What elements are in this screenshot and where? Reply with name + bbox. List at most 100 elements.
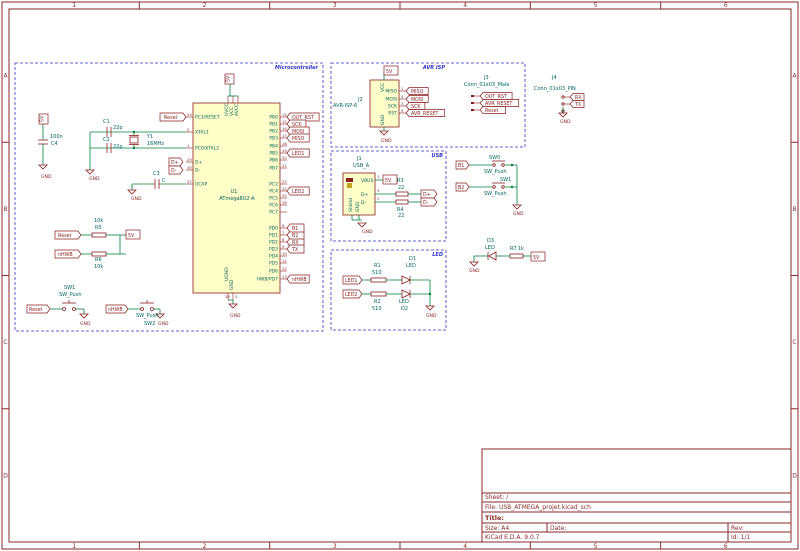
mcu-net-label[interactable] [286,186,310,196]
r7-ref: R7 [510,246,517,252]
mcu-value: ATmega8U2-A [219,196,255,202]
j3-net-label[interactable] [479,106,506,114]
mcu-right-pin-name: PD3 [269,247,278,253]
sw2-hwb-button[interactable]: nHWB SW2 GND SW_Push [105,300,169,327]
mcu-left-pin-num: 2 [187,127,190,132]
crystal-y1[interactable] [129,136,139,144]
r1-ref: R1 [374,263,381,269]
isp-connector-j2[interactable]: J2 AVR-ISP-6 VCC GND MISO1MISOMOSI4MOSIS… [333,65,446,144]
mcu-right-pin-name: PB3 [269,136,278,142]
b1-net-label[interactable] [455,160,470,170]
mcu-net-label[interactable] [286,133,310,143]
r7-resistor[interactable] [509,253,524,259]
crystal-gnd-icon [85,169,95,175]
mcu-net-label-text: SCK [292,122,302,128]
tb-sheet: Sheet: / [485,494,509,501]
mcu-right-pin-num: 9 [282,244,285,249]
title-block: Sheet: / File: USB_ATMEGA_projet.kicad_s… [481,448,792,543]
r1-resistor[interactable] [370,277,387,283]
c4-value: 100n [50,134,63,140]
j4-net-label[interactable] [569,93,585,101]
isp-net-label[interactable] [405,102,426,110]
mcu-left-pin-name: XTAL1 [195,130,209,136]
usb-ref: J1 [356,156,362,162]
crystal-section: C1 22p C2 22p Y1 16MHz GND [85,119,186,182]
mcu-net-label-text: B2 [292,233,298,239]
j3-net-label-text: OUT_RST [485,94,507,100]
mcu-right-pin-name: PC7 [269,210,278,216]
isp-net-label[interactable] [405,87,429,95]
column-marker-bottom: 6 [724,543,728,550]
row-marker-right: C [792,339,796,346]
column-marker-bottom: 4 [463,543,467,550]
group-avr-isp: AVR ISP [330,62,526,148]
group-microcontroller: Microcontroller [14,62,324,332]
mcu-right-pin-name: PD2 [269,240,278,246]
mcu-net-label[interactable] [286,223,305,233]
isp-gnd-label: GND [381,138,392,144]
r5-resistor[interactable] [91,232,107,238]
usb-pin-num-dminus: 2 [377,196,380,201]
mcu-u1[interactable]: U1 ATmega8U2-A PC1/RESET24XTAL12PC0/XTAL… [186,96,287,300]
mcu-right-pin-num: 23 [282,179,287,184]
mcu-pin-gnd: GND [229,279,235,290]
usb-connector-j1[interactable]: J1 USB_A VBUS D+ D- GND Shield 1 3 2 5V … [342,156,438,235]
buttons-gnd-label: GND [513,211,524,217]
mcu-net-label[interactable] [286,274,310,284]
mcu-pin-ugnd: UGND [224,267,230,281]
led-d2-icon [401,289,411,299]
isp-body[interactable] [369,79,400,128]
r3-ref: R3 [397,178,404,184]
j3-ref: J3 [483,75,489,81]
mcu-right-pin-name: PB2 [269,129,278,135]
tb-file: File: USB_ATMEGA_projet.kicad_sch [485,504,591,511]
j4-net-label[interactable] [569,100,585,108]
reset-net-label[interactable] [159,112,187,122]
isp-5v-label: 5V [386,69,393,75]
r2-resistor[interactable] [370,291,387,297]
mcu-dplus-label: D+ [171,160,179,166]
isp-value: AVR-ISP-6 [333,103,357,109]
sw1-reset-button[interactable]: Reset GND SW1 SW_Push [26,285,91,327]
d2-ref: D2 [401,306,408,312]
d2-value: LED [399,299,409,305]
r6-value: 10k [94,264,103,270]
j3-net-label[interactable] [479,92,513,100]
mcu-net-label[interactable] [286,148,310,158]
mcu-left-pin-name: UCAP [195,182,208,188]
isp-net-label-text: MISO [411,89,424,95]
isp-gnd-pin: GND [380,114,386,125]
mcu-net-label[interactable] [286,244,305,254]
led-d3-icon [488,251,497,261]
isp-net-label[interactable] [405,95,429,103]
j3-net-label[interactable] [479,99,520,107]
mcu-right-pin-name: PC6 [269,203,278,209]
mcu-body[interactable] [192,102,281,294]
tb-rev: Rev: [731,525,744,532]
d3-5v-label: 5V [533,255,540,261]
mcu-left-pin-num: 24 [187,112,192,117]
mcu-left-pin-num: 1 [187,143,190,148]
c3-value: C [162,178,166,184]
d3-ref: D3 [487,238,494,244]
usb-plug-icon [346,178,353,182]
r4-resistor[interactable] [395,199,409,205]
led-d1-icon [401,275,411,285]
b2-net-label[interactable] [455,182,470,192]
r6-resistor[interactable] [91,251,107,257]
mcu-pin-num-ugnd: 28 [225,294,230,299]
row-marker-right: B [792,206,796,213]
tb-date: Date: [550,525,566,532]
mcu-right-pin-name: PD4 [269,254,278,260]
mcu-left-pin-num: 29 [187,157,192,162]
tb-id: Id: 1/1 [731,534,750,541]
mcu-net-label-text: MOSI [292,129,304,135]
isp-net-label[interactable] [405,109,446,117]
mcu-right-pin-num: 26 [282,200,287,205]
r3-resistor[interactable] [395,191,409,197]
mcu-net-label-text: nHWB [292,277,307,283]
r4-value: 22 [398,213,404,219]
mcu-5v-label: 5V [226,75,232,82]
